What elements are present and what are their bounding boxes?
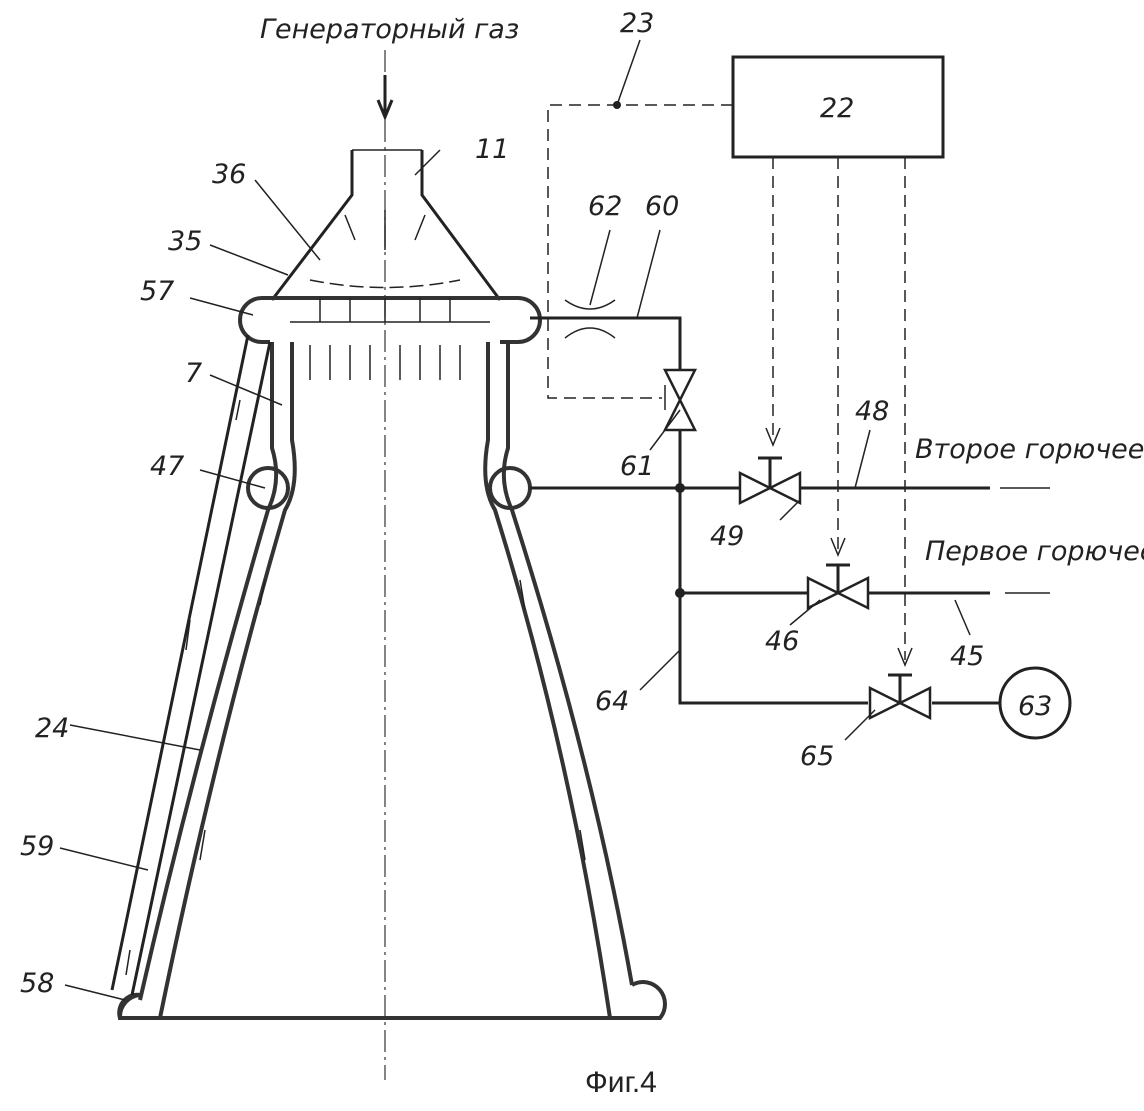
- label-58: 58: [20, 968, 54, 999]
- valve-49: [740, 458, 800, 503]
- label-63: 63: [1018, 691, 1052, 722]
- flow-arrows-up: [126, 400, 240, 975]
- label-first-fuel: Первое горючее: [925, 536, 1144, 567]
- label-23: 23: [620, 8, 654, 39]
- label-61: 61: [620, 451, 654, 482]
- valve-65: [870, 675, 930, 718]
- valve-61: [665, 370, 695, 430]
- label-59: 59: [20, 831, 54, 862]
- return-tubes: [112, 335, 270, 995]
- label-7: 7: [185, 358, 202, 389]
- label-47: 47: [150, 451, 184, 482]
- nozzle-wall: [119, 342, 665, 1018]
- gas-inlet-neck: [272, 150, 500, 300]
- label-48: 48: [855, 396, 889, 427]
- label-11: 11: [475, 134, 509, 165]
- label-45: 45: [950, 641, 984, 672]
- label-second-fuel: Второе горючее: [915, 434, 1144, 465]
- label-57: 57: [140, 276, 174, 307]
- label-49: 49: [710, 521, 744, 552]
- gas-inlet-arrow: [378, 75, 392, 117]
- label-36: 36: [212, 159, 246, 190]
- label-22: 22: [820, 93, 854, 124]
- top-manifold: [240, 298, 540, 342]
- label-24: 24: [35, 713, 69, 744]
- label-46: 46: [765, 626, 799, 657]
- control-lines: [548, 101, 912, 665]
- injector-head: [290, 298, 490, 380]
- label-60: 60: [645, 191, 679, 222]
- label-64: 64: [595, 686, 629, 717]
- label-65: 65: [800, 741, 834, 772]
- label-62: 62: [588, 191, 622, 222]
- figure-caption: Фиг.4: [585, 1066, 657, 1099]
- label-generator-gas: Генераторный газ: [260, 14, 519, 45]
- label-35: 35: [168, 226, 202, 257]
